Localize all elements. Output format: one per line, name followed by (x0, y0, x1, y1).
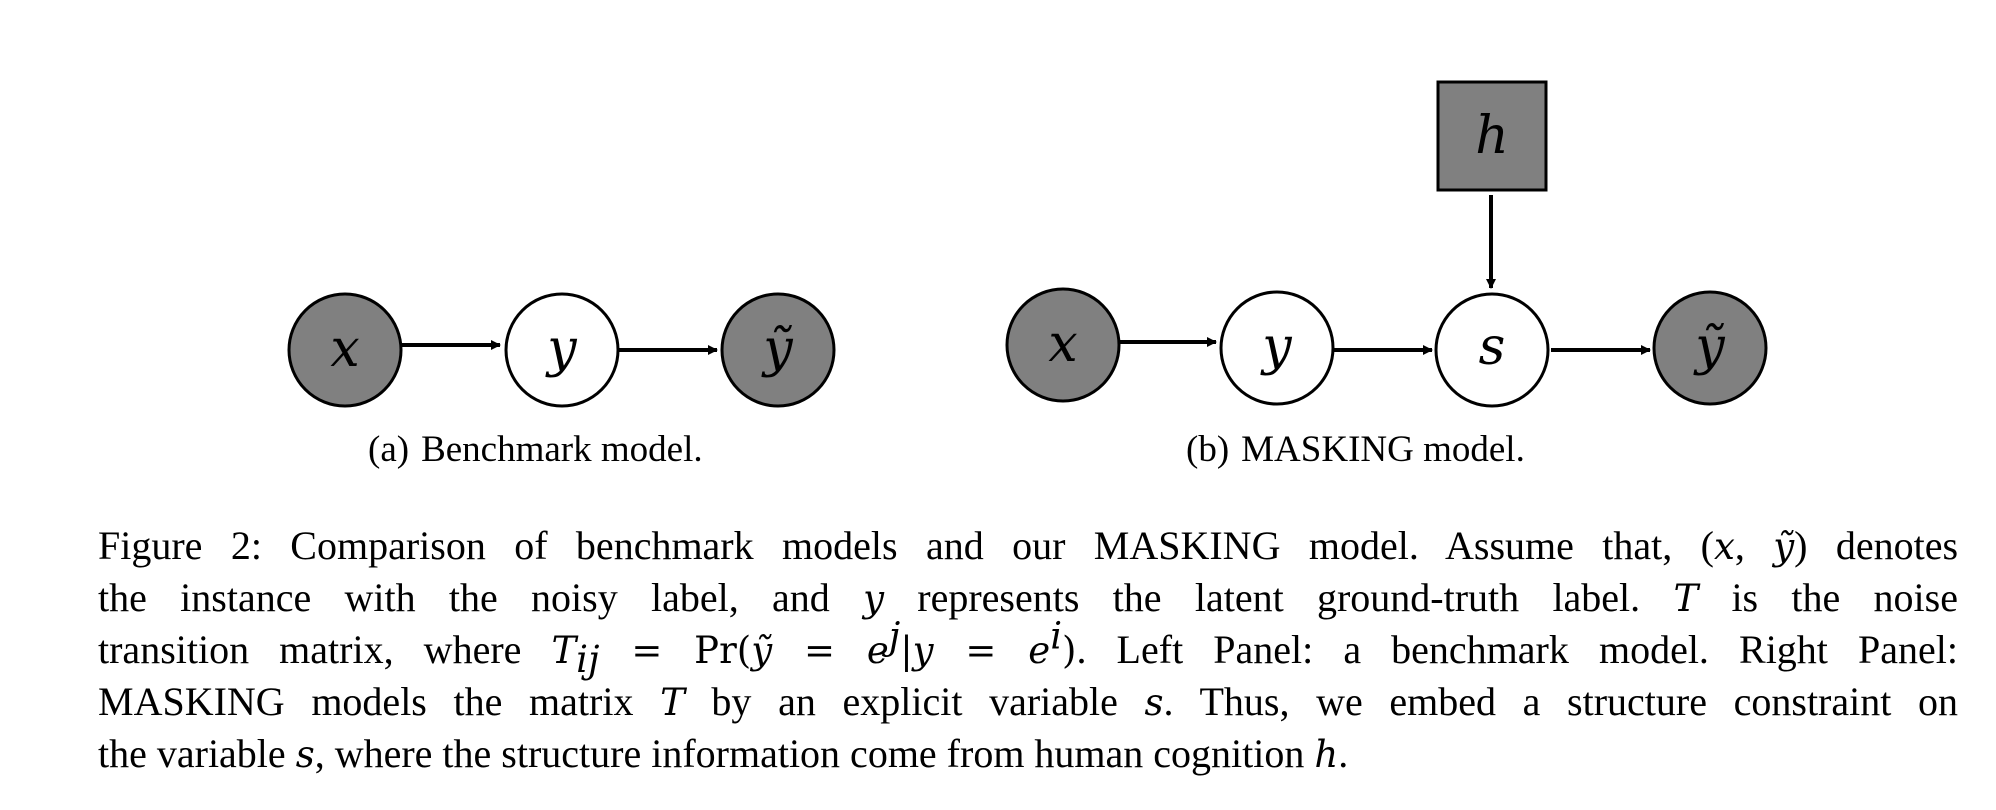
math-T: T (551, 629, 577, 672)
node-y-b-label: y (1260, 317, 1292, 377)
node-s-b (1434, 292, 1550, 408)
node-x-b-label: x (1048, 314, 1077, 374)
figure-caption: Figure 2: Comparison of benchmark models… (98, 520, 1958, 780)
caption-line-2: the instance with the noisy label, and y… (98, 572, 1958, 624)
node-x-a-label: x (330, 319, 359, 379)
math-y: y (912, 629, 934, 672)
node-ytilde-a (720, 292, 836, 408)
subcaption-b-letter: (b) (1186, 429, 1230, 470)
node-x-b (1005, 287, 1121, 403)
caption-text: , where the structure information come f… (314, 731, 1315, 776)
math-operator: = (772, 629, 867, 672)
math-T: T (660, 681, 685, 724)
caption-line-5: the variable s, where the structure info… (98, 728, 1958, 780)
caption-text: Figure 2: Comparison of benchmark models… (98, 523, 1714, 568)
node-ytilde-b (1652, 290, 1768, 406)
math-e: e (866, 629, 889, 672)
math-ytilde: ỹ (1773, 525, 1795, 568)
caption-line-3: transition matrix, where Tij = Pr(ỹ = ej… (98, 618, 1958, 678)
math-subscript-ij: ij (576, 638, 600, 681)
panel-a-benchmark-model: x y ỹ (287, 292, 836, 408)
caption-line-4: MASKING models the matrix T by an explic… (98, 676, 1958, 728)
node-y-a-label: y (545, 319, 577, 379)
subcaption-a-letter: (a) (368, 429, 410, 470)
math-x: x (1713, 525, 1735, 568)
math-operator: = Pr( (599, 629, 752, 672)
caption-text: MASKING models the matrix (98, 679, 661, 724)
subcaption-a-text: Benchmark model. (421, 429, 703, 470)
node-y-a (504, 292, 620, 408)
caption-text: , (1734, 523, 1774, 568)
math-y: y (863, 577, 884, 620)
math-h: h (1314, 733, 1339, 776)
caption-text: the variable (98, 731, 296, 776)
math-bar: | (900, 629, 913, 672)
math-ytilde: ỹ (751, 629, 773, 672)
caption-text: the instance with the noisy label, and (98, 575, 864, 620)
graphical-models-figure: x y ỹ h x y s ỹ (287, 80, 1768, 408)
subcaption-b-text: MASKING model. (1241, 429, 1525, 470)
math-s: s (1144, 681, 1164, 724)
subcaption-a: (a) Benchmark model. (368, 428, 703, 471)
math-superscript-j: j (888, 614, 901, 658)
caption-line-1: Figure 2: Comparison of benchmark models… (98, 520, 1958, 572)
subcaption-b: (b) MASKING model. (1186, 428, 1525, 471)
caption-text: . Thus, we embed a structure constraint … (1163, 679, 1959, 724)
caption-text: ) denotes (1794, 523, 1959, 568)
math-e: e (1028, 629, 1051, 672)
caption-text: is the noise (1698, 575, 1958, 620)
caption-text: represents the latent ground-truth label… (883, 575, 1674, 620)
node-y-b (1219, 290, 1335, 406)
node-ytilde-b-label: ỹ (1693, 317, 1725, 377)
caption-text: transition matrix, where (98, 627, 552, 672)
node-h-b-label: h (1475, 106, 1509, 166)
node-x-a (287, 292, 403, 408)
math-superscript-i: i (1050, 614, 1063, 658)
math-operator: ) (1062, 629, 1077, 672)
math-s: s (295, 733, 315, 776)
math-T: T (1673, 577, 1699, 620)
math-operator: = (933, 629, 1029, 672)
panel-b-masking-model: h x y s ỹ (1005, 80, 1768, 408)
node-h-b (1436, 80, 1548, 192)
node-s-b-label: s (1479, 317, 1506, 377)
caption-text: . (1338, 731, 1349, 776)
caption-text: . Left Panel: a benchmark model. Right P… (1076, 627, 1958, 672)
node-ytilde-a-label: ỹ (761, 319, 793, 379)
caption-text: by an explicit variable (684, 679, 1145, 724)
